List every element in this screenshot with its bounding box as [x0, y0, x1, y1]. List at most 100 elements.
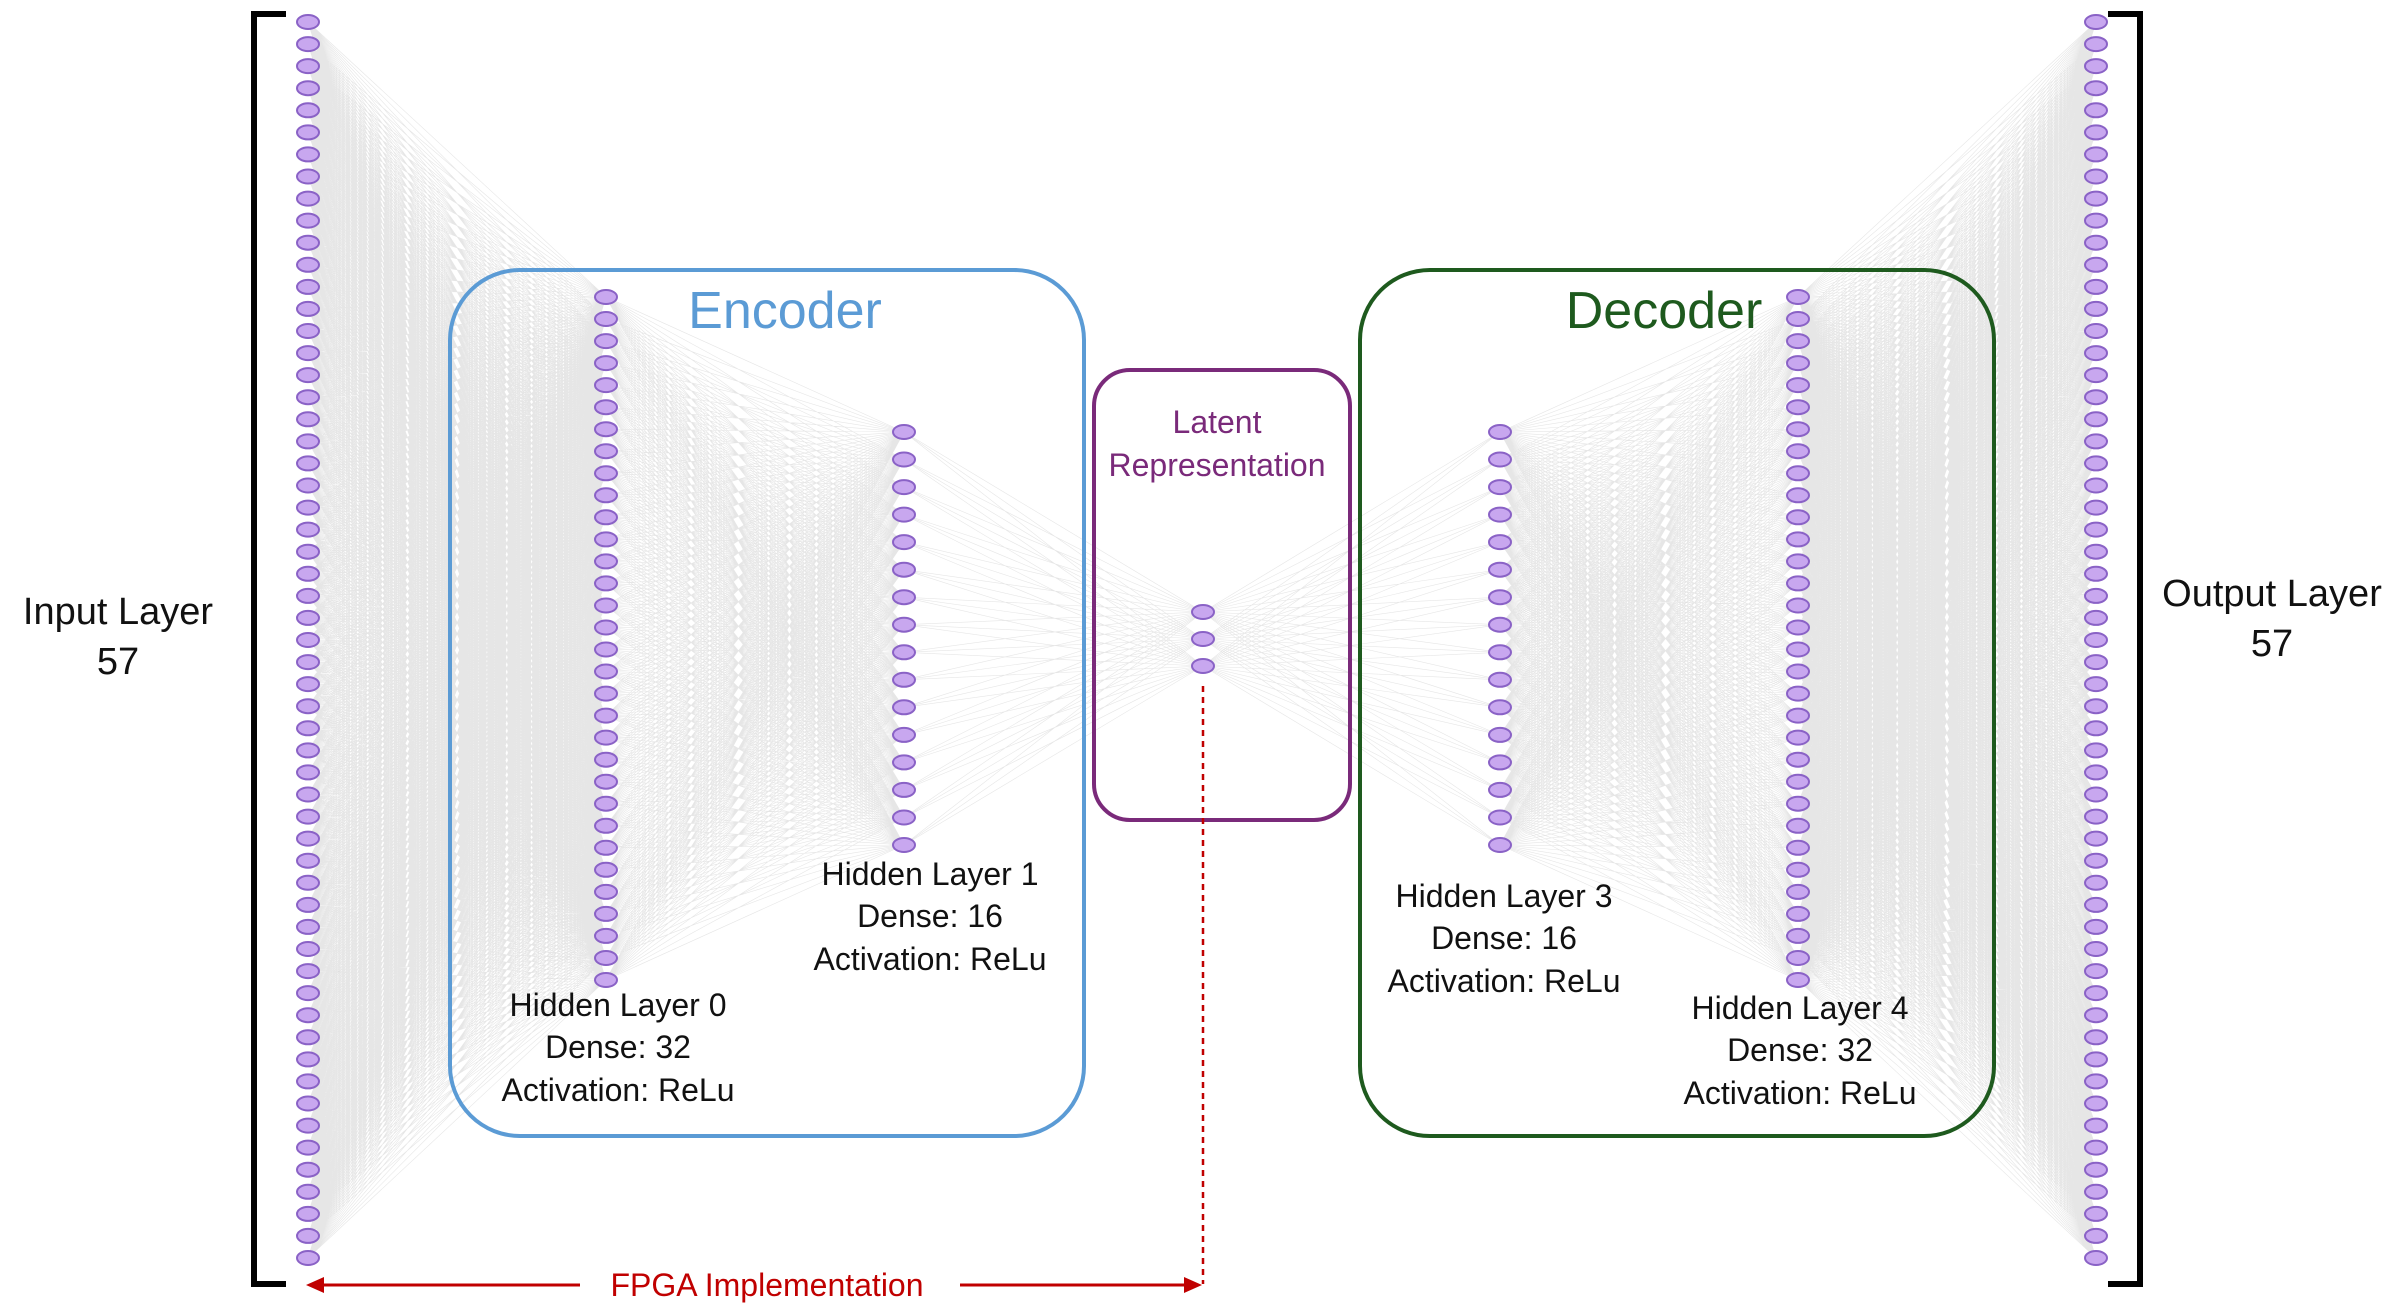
input-neuron [296, 654, 320, 671]
input-layer-size: 57 [97, 641, 139, 683]
input-neuron [296, 565, 320, 582]
hidden-4-neuron [1786, 861, 1810, 878]
hidden-0-neuron [594, 927, 618, 944]
output-neuron [2084, 234, 2108, 251]
hidden-0-neuron [594, 861, 618, 878]
input-neuron [296, 786, 320, 803]
latent-neuron [1191, 658, 1215, 674]
latent-label-line2: Representation [1108, 447, 1325, 483]
output-neuron [2084, 323, 2108, 339]
output-neuron [2084, 146, 2108, 163]
hidden-4-neuron [1786, 641, 1810, 658]
input-neuron [296, 1161, 320, 1178]
hidden-0-neuron [594, 641, 618, 658]
hidden-layer-4-name: Hidden Layer 4 [1691, 990, 1908, 1026]
hidden-3-neuron [1488, 589, 1512, 606]
latent-neuron [1191, 631, 1215, 647]
output-neuron [2084, 1095, 2108, 1112]
output-neuron [2084, 80, 2108, 97]
output-neuron [2084, 1161, 2108, 1178]
hidden-0-neuron [594, 399, 618, 416]
input-layer-label: Input Layer [23, 591, 213, 633]
hidden-layer-1-activation: Activation: ReLu [813, 941, 1046, 977]
hidden-1-neuron [892, 726, 916, 743]
input-neuron [296, 1029, 320, 1046]
hidden-3-neuron [1488, 561, 1512, 578]
input-neuron [296, 212, 320, 229]
input-neuron [296, 256, 320, 273]
latent-label-line1: Latent [1173, 404, 1262, 440]
hidden-3-neuron [1488, 809, 1512, 826]
input-neuron [296, 190, 320, 207]
input-neuron [296, 1183, 320, 1200]
neuron-nodes [296, 14, 2108, 1266]
hidden-4-neuron [1786, 531, 1810, 548]
output-neuron [2084, 367, 2108, 384]
hidden-4-neuron [1786, 509, 1810, 526]
input-neuron [296, 985, 320, 1002]
hidden-1-neuron [892, 699, 916, 716]
input-bracket [251, 11, 286, 1287]
input-neuron [296, 1051, 320, 1068]
output-neuron [2084, 742, 2108, 759]
hidden-4-neuron [1786, 465, 1810, 482]
output-neuron [2084, 345, 2108, 362]
hidden-3-neuron [1488, 671, 1512, 688]
hidden-3-neuron [1488, 754, 1512, 771]
hidden-4-neuron [1786, 421, 1810, 438]
output-neuron [2084, 256, 2108, 273]
hidden-0-neuron [594, 663, 618, 680]
hidden-0-neuron [594, 905, 618, 922]
hidden-4-neuron [1786, 333, 1810, 350]
hidden-0-neuron [594, 465, 618, 482]
input-neuron [296, 587, 320, 604]
output-neuron [2084, 698, 2108, 715]
hidden-4-neuron [1786, 927, 1810, 944]
input-neuron [296, 874, 320, 891]
output-neuron [2084, 521, 2108, 538]
output-neuron [2084, 58, 2108, 75]
hidden-1-neuron [892, 506, 916, 523]
hidden-layer-0-name: Hidden Layer 0 [509, 987, 726, 1023]
input-neuron [296, 80, 320, 97]
input-neuron [296, 124, 320, 141]
hidden-3-neuron [1488, 479, 1512, 496]
hidden-0-neuron [594, 817, 618, 834]
hidden-1-neuron [892, 479, 916, 496]
output-neuron [2084, 477, 2108, 494]
hidden-4-neuron [1786, 619, 1810, 636]
output-neuron [2084, 168, 2108, 185]
input-neuron [296, 477, 320, 494]
input-neuron [296, 676, 320, 693]
output-neuron [2084, 1029, 2108, 1046]
decoder-box [1358, 268, 1996, 1138]
hidden-layer-4-dense: Dense: 32 [1727, 1032, 1873, 1068]
input-neuron [296, 941, 320, 957]
latent-box [1092, 368, 1352, 822]
output-neuron [2084, 874, 2108, 891]
hidden-0-neuron [594, 509, 618, 526]
hidden-0-neuron [594, 839, 618, 856]
output-neuron [2084, 1117, 2108, 1134]
output-neuron [2084, 1139, 2108, 1156]
hidden-0-neuron [594, 972, 618, 988]
input-neuron [296, 632, 320, 648]
connections-hidden-4-to-output [1797, 21, 2097, 1259]
hidden-0-neuron [594, 729, 618, 746]
hidden-0-neuron [594, 333, 618, 350]
fpga-arrowhead-left [306, 1277, 324, 1293]
hidden-4-neuron [1786, 487, 1810, 504]
output-neuron [2084, 654, 2108, 671]
hidden-0-neuron [594, 421, 618, 438]
output-layer-size: 57 [2251, 623, 2293, 665]
output-neuron [2084, 278, 2108, 295]
output-neuron [2084, 852, 2108, 869]
decoder-title: Decoder [1566, 282, 1763, 340]
input-neuron [296, 543, 320, 560]
output-neuron [2084, 720, 2108, 737]
input-neuron [296, 808, 320, 825]
hidden-4-neuron [1786, 685, 1810, 702]
hidden-3-neuron [1488, 726, 1512, 743]
hidden-1-neuron [892, 809, 916, 826]
input-neuron [296, 720, 320, 737]
